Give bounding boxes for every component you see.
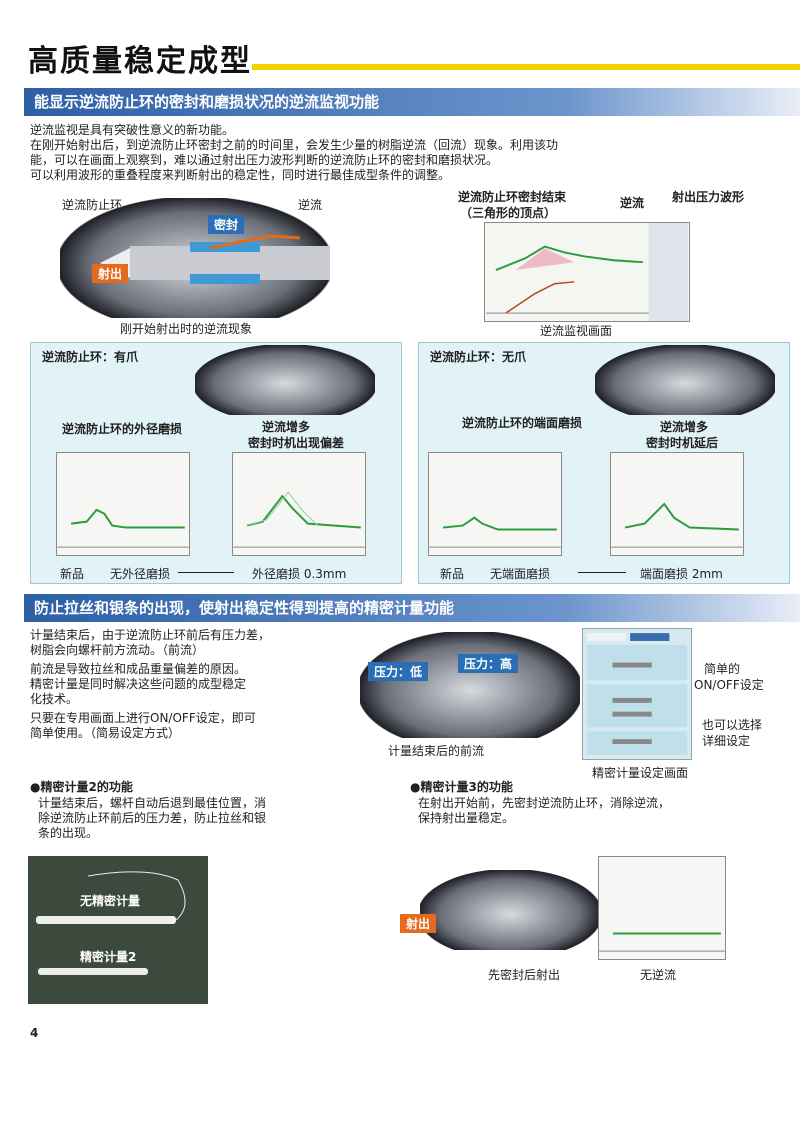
- seal-tag: 密封: [208, 215, 245, 234]
- section2-line: 计量结束后，由于逆流防止环前后有压力差，: [30, 628, 271, 642]
- panel-left-incr1: 逆流增多: [262, 420, 311, 434]
- graph-left-new: [56, 452, 190, 556]
- seal-first-caption: 先密封后射出: [488, 968, 561, 982]
- func2-body: 计量结束后，螺杆自动后退到最佳位置，消 除逆流防止环前后的压力差，防止拉丝和银 …: [38, 796, 368, 841]
- section1-heading: 能显示逆流防止环的密封和磨损状况的逆流监视功能: [24, 88, 800, 116]
- section1-line: 逆流监视是具有突破性意义的新功能。: [30, 123, 235, 137]
- forward-flow-diagram: [360, 632, 580, 738]
- section2-line: 精密计量是同时解决这些问题的成型稳定: [30, 677, 247, 691]
- backflow-diagram: [60, 198, 330, 318]
- photo-label1: 无精密计量: [80, 894, 141, 908]
- func2-line: 条的出现。: [38, 826, 99, 840]
- graph-right-new-plot: [429, 516, 561, 548]
- panel-right-incr2: 密封时机延后: [646, 436, 719, 450]
- no-backflow-plot: [599, 932, 725, 952]
- seal-first-diagram: [420, 870, 600, 950]
- panel-left-title: 逆流防止环：有爪: [42, 350, 139, 364]
- pressure-wave-label: 射出压力波形: [672, 190, 745, 204]
- screw-illustration: [100, 234, 330, 284]
- pressure-high-tag: 压力：高: [458, 654, 519, 673]
- panel-left-incr2: 密封时机出现偏差: [248, 436, 345, 450]
- panel-right-nowear: 无端面磨损: [490, 567, 551, 581]
- section2-line: 树脂会向螺杆前方流动。（前流）: [30, 643, 205, 657]
- panel-right-new: 新品: [440, 567, 465, 581]
- panel-left-illustration: [195, 345, 375, 415]
- section2-heading: 防止拉丝和银条的出现，使射出稳定性得到提高的精密计量功能: [24, 594, 800, 622]
- simple-setting-label1: 简单的: [704, 662, 741, 676]
- page-title: 高质量稳定成型: [28, 44, 252, 79]
- setting-screen-graphic: [586, 633, 688, 755]
- monitor-graph: [486, 223, 688, 321]
- graph-left-worn: [232, 452, 366, 556]
- forward-flow-caption: 计量结束后的前流: [388, 744, 485, 758]
- panel-left-new: 新品: [60, 567, 85, 581]
- section2-line: 前流是导致拉丝和成品重量偏差的原因。: [30, 662, 247, 676]
- func3-title: ●精密计量3的功能: [410, 780, 513, 794]
- func2-line: 计量结束后，螺杆自动后退到最佳位置，消: [38, 796, 267, 810]
- graph-right-new: [428, 452, 562, 556]
- precision-setting-screen: [582, 628, 692, 760]
- section2-line: 化技术。: [30, 692, 79, 706]
- no-backflow-graph: [598, 856, 726, 960]
- graph-left-new-plot: [57, 508, 189, 548]
- pressure-low-tag: 压力：低: [368, 662, 429, 681]
- monitor-caption: 逆流监视画面: [540, 324, 613, 338]
- panel-right-incr1: 逆流增多: [660, 420, 709, 434]
- product-photo: [28, 856, 208, 1004]
- panel-right-wear: 逆流防止环的端面磨损: [462, 416, 583, 430]
- section1-body: 逆流监视是具有突破性意义的新功能。 在刚开始射出后，到逆流防止环密封之前的时间里…: [30, 123, 790, 183]
- no-backflow-caption: 无逆流: [640, 968, 677, 982]
- section1-line: 可以利用波形的重叠程度来判断射出的稳定性，同时进行最佳成型条件的调整。: [30, 168, 451, 182]
- ring-label: 逆流防止环: [62, 198, 123, 212]
- monitor-screen: [484, 222, 690, 322]
- setting-screen-caption: 精密计量设定画面: [592, 766, 689, 780]
- section2-line: 简单使用。（简易设定方式）: [30, 726, 181, 740]
- func3-body: 在射出开始前，先密封逆流防止环，消除逆流， 保持射出量稳定。: [418, 796, 788, 826]
- section2-body: 计量结束后，由于逆流防止环前后有压力差， 树脂会向螺杆前方流动。（前流） 前流是…: [30, 628, 360, 741]
- diagram-caption: 刚开始射出时的逆流现象: [120, 322, 253, 336]
- product-photo-graphic: [36, 871, 186, 975]
- detail-setting-label2: 详细设定: [702, 734, 751, 748]
- title-underline: [252, 64, 800, 70]
- graph-left-worn-plot: [233, 491, 365, 548]
- section1-line: 在刚开始射出后，到逆流防止环密封之前的时间里，会发生少量的树脂逆流（回流）现象。…: [30, 138, 559, 152]
- backflow-label: 逆流: [298, 198, 323, 212]
- simple-setting-label2: ON/OFF设定: [694, 678, 764, 692]
- func2-line: 除逆流防止环前后的压力差，防止拉丝和银: [38, 811, 267, 825]
- page-number: 4: [30, 1026, 39, 1040]
- func3-line: 保持射出量稳定。: [418, 811, 515, 825]
- inject-tag: 射出: [92, 264, 129, 283]
- panel-left-wear: 逆流防止环的外径磨损: [62, 422, 183, 436]
- seal-end-sub-label: （三角形的顶点）: [460, 206, 557, 220]
- photo-label2: 精密计量2: [80, 950, 137, 964]
- section1-line: 能，可以在画面上观察到，难以通过射出压力波形判断的逆流防止环的密封和磨损状况。: [30, 153, 499, 167]
- panel-left-arrow: [178, 572, 234, 573]
- graph-right-worn: [610, 452, 744, 556]
- panel-right-arrow: [578, 572, 626, 573]
- section2-line: 只要在专用画面上进行ON/OFF设定，即可: [30, 711, 256, 725]
- func3-line: 在射出开始前，先密封逆流防止环，消除逆流，: [418, 796, 671, 810]
- panel-right-worn: 端面磨损 2mm: [640, 567, 723, 581]
- panel-right-illustration: [595, 345, 775, 415]
- monitor-backflow-label: 逆流: [620, 196, 645, 210]
- panel-left-worn: 外径磨损 0.3mm: [252, 567, 347, 581]
- panel-right-title: 逆流防止环：无爪: [430, 350, 527, 364]
- detail-setting-label1: 也可以选择: [702, 718, 763, 732]
- graph-right-worn-plot: [611, 502, 743, 548]
- func2-title: ●精密计量2的功能: [30, 780, 133, 794]
- seal-end-label: 逆流防止环密封结束: [458, 190, 567, 204]
- panel-left-nowear: 无外径磨损: [110, 567, 171, 581]
- bottom-inject-tag: 射出: [400, 914, 437, 933]
